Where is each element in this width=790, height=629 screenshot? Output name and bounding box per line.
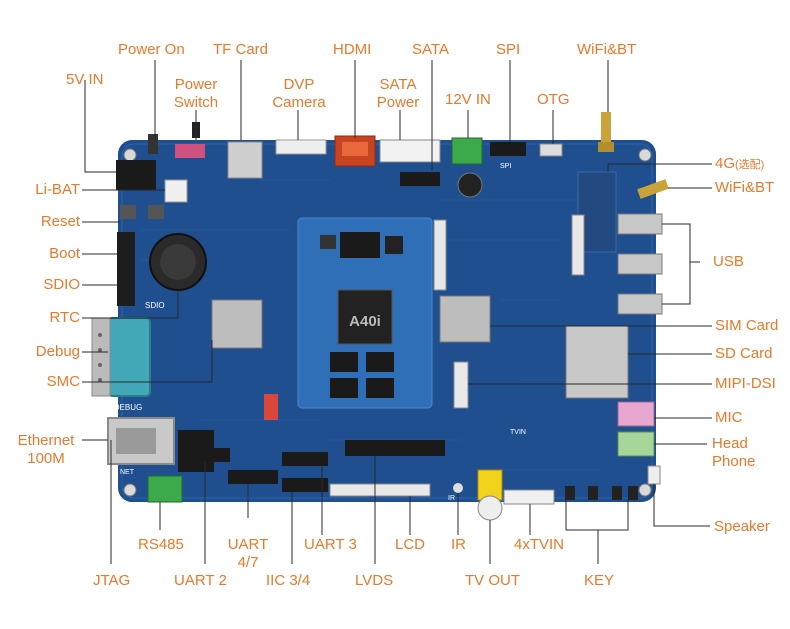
- label-rtc: RTC: [49, 309, 80, 326]
- label-dvp-line1: DVP: [283, 76, 315, 93]
- label-ethernet: Ethernet 100M: [6, 432, 86, 468]
- label-power-switch-line1: Power: [174, 76, 218, 93]
- label-mic: MIC: [715, 409, 743, 426]
- svg-text:DEBUG: DEBUG: [114, 403, 142, 412]
- otg-connector: [539, 143, 563, 157]
- label-uart3: UART 3: [304, 536, 357, 553]
- tvin-connector: [503, 489, 555, 505]
- lvds-connector: [329, 483, 431, 497]
- terminal-12v: [451, 137, 483, 165]
- label-reset: Reset: [40, 213, 80, 230]
- speaker-connector: [647, 465, 661, 485]
- label-uart47: UART 4/7: [223, 536, 273, 572]
- label-wifi-bt-right: WiFi&BT: [715, 179, 775, 196]
- label-sata-power-line1: SATA: [379, 76, 417, 93]
- usb-port-3: [617, 293, 663, 315]
- label-tf-card: TF Card: [213, 41, 269, 58]
- svg-text:IR: IR: [448, 495, 455, 502]
- dc-jack: [116, 160, 156, 190]
- sata-connector: [400, 172, 440, 186]
- label-sata-power: SATA Power: [368, 76, 428, 112]
- label-ir: IR: [451, 536, 466, 553]
- label-sata: SATA: [412, 41, 449, 58]
- label-debug: Debug: [35, 343, 80, 360]
- usb-port-1: [617, 213, 663, 235]
- label-dvp-line2: Camera: [272, 94, 326, 111]
- label-smc: SMC: [46, 373, 80, 390]
- label-iic: IIC 3/4: [266, 572, 311, 589]
- label-4g-main: 4G: [715, 155, 736, 172]
- mic-jack: [617, 401, 655, 427]
- sim-slot-left: [211, 299, 263, 349]
- libat-connector: [164, 179, 188, 203]
- label-sata-power-line2: Power: [376, 94, 420, 111]
- svg-text:NET: NET: [120, 469, 135, 476]
- sd-card-slot: [565, 325, 629, 399]
- svg-text:A40i: A40i: [349, 313, 381, 330]
- label-key: KEY: [584, 572, 615, 589]
- label-rs485: RS485: [138, 536, 184, 553]
- iic-header: [282, 478, 328, 492]
- mipi-connector: [453, 361, 469, 409]
- label-uart47-line2: 4/7: [237, 554, 259, 571]
- rs485-terminal: [147, 475, 183, 503]
- tf-card-slot: [227, 141, 263, 179]
- dvp-connector: [275, 139, 327, 155]
- label-dvp-camera: DVP Camera: [268, 76, 330, 112]
- label-4g-note: (选配): [735, 159, 765, 171]
- label-12v-in: 12V IN: [445, 91, 491, 108]
- label-mipi-dsi: MIPI-DSI: [715, 375, 776, 392]
- label-jtag: JTAG: [93, 572, 131, 589]
- rca-tvout: [477, 469, 503, 501]
- label-otg: OTG: [537, 91, 570, 108]
- label-uart2: UART 2: [174, 572, 227, 589]
- svg-text:SPI: SPI: [500, 163, 511, 170]
- label-sim-card: SIM Card: [715, 317, 779, 334]
- label-power-switch: Power Switch: [166, 76, 226, 112]
- label-lvds: LVDS: [355, 572, 394, 589]
- svg-text:TVIN: TVIN: [510, 429, 526, 436]
- label-ethernet-line1: Ethernet: [17, 432, 75, 449]
- label-tv-out: TV OUT: [465, 572, 520, 589]
- label-spi: SPI: [496, 41, 521, 58]
- uart2-header: [200, 448, 230, 462]
- cpu-chip: [337, 289, 393, 345]
- uart3-header: [282, 452, 328, 466]
- label-sd-card: SD Card: [715, 345, 773, 362]
- 4g-module-slot: [577, 171, 617, 253]
- label-ethernet-line2: 100M: [27, 450, 65, 467]
- label-wifi-bt-top: WiFi&BT: [577, 41, 637, 58]
- label-power-switch-line2: Switch: [173, 94, 219, 111]
- label-power-on: Power On: [118, 41, 185, 58]
- uart47-header: [228, 470, 278, 484]
- label-speaker: Speaker: [714, 518, 770, 535]
- usb-port-2: [617, 253, 663, 275]
- label-tvin: 4xTVIN: [514, 536, 565, 553]
- label-headphone: Head Phone: [712, 435, 755, 471]
- db9-connector: [107, 317, 151, 397]
- lcd-header: [345, 440, 445, 456]
- label-5v-in: 5V IN: [66, 71, 104, 88]
- sdio-header: [117, 232, 135, 306]
- label-headphone-line1: Head: [712, 435, 748, 452]
- sata-power-connector: [379, 139, 441, 163]
- reset-button: [120, 205, 136, 219]
- label-hdmi: HDMI: [333, 41, 372, 58]
- label-li-bat: Li-BAT: [35, 181, 80, 198]
- label-lcd: LCD: [395, 536, 426, 553]
- spi-header: [490, 142, 526, 156]
- sim-slot-right: [439, 295, 491, 343]
- headphone-jack: [617, 431, 655, 457]
- label-boot: Boot: [49, 245, 80, 262]
- label-headphone-line2: Phone: [712, 453, 756, 470]
- label-usb: USB: [713, 253, 744, 270]
- svg-text:SDIO: SDIO: [145, 301, 165, 310]
- label-uart47-line1: UART: [227, 536, 269, 553]
- power-switch: [175, 144, 205, 158]
- label-4g: 4G(选配): [715, 155, 764, 174]
- label-sdio: SDIO: [43, 276, 80, 293]
